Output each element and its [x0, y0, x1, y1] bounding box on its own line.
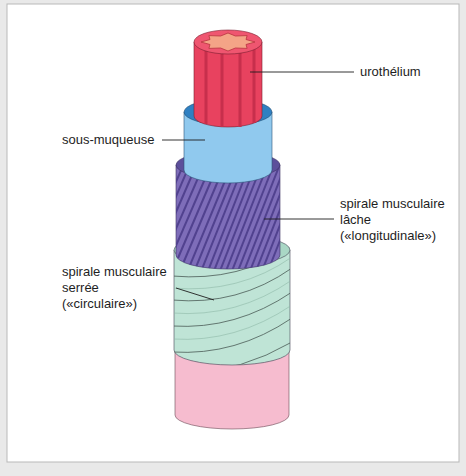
part-label: spirale musculaire serrée («circulaire») [62, 264, 174, 312]
part-label: sous-muqueuse [62, 132, 162, 148]
part-label: spirale musculaire lâche («longitudinale… [340, 196, 452, 244]
leader-line [162, 140, 205, 141]
leader-line [250, 72, 354, 73]
part-label: urothélium [360, 64, 460, 80]
leader-line [264, 219, 334, 220]
frame [7, 4, 459, 462]
urothelium-layer [194, 30, 262, 127]
leader-line [176, 288, 214, 300]
